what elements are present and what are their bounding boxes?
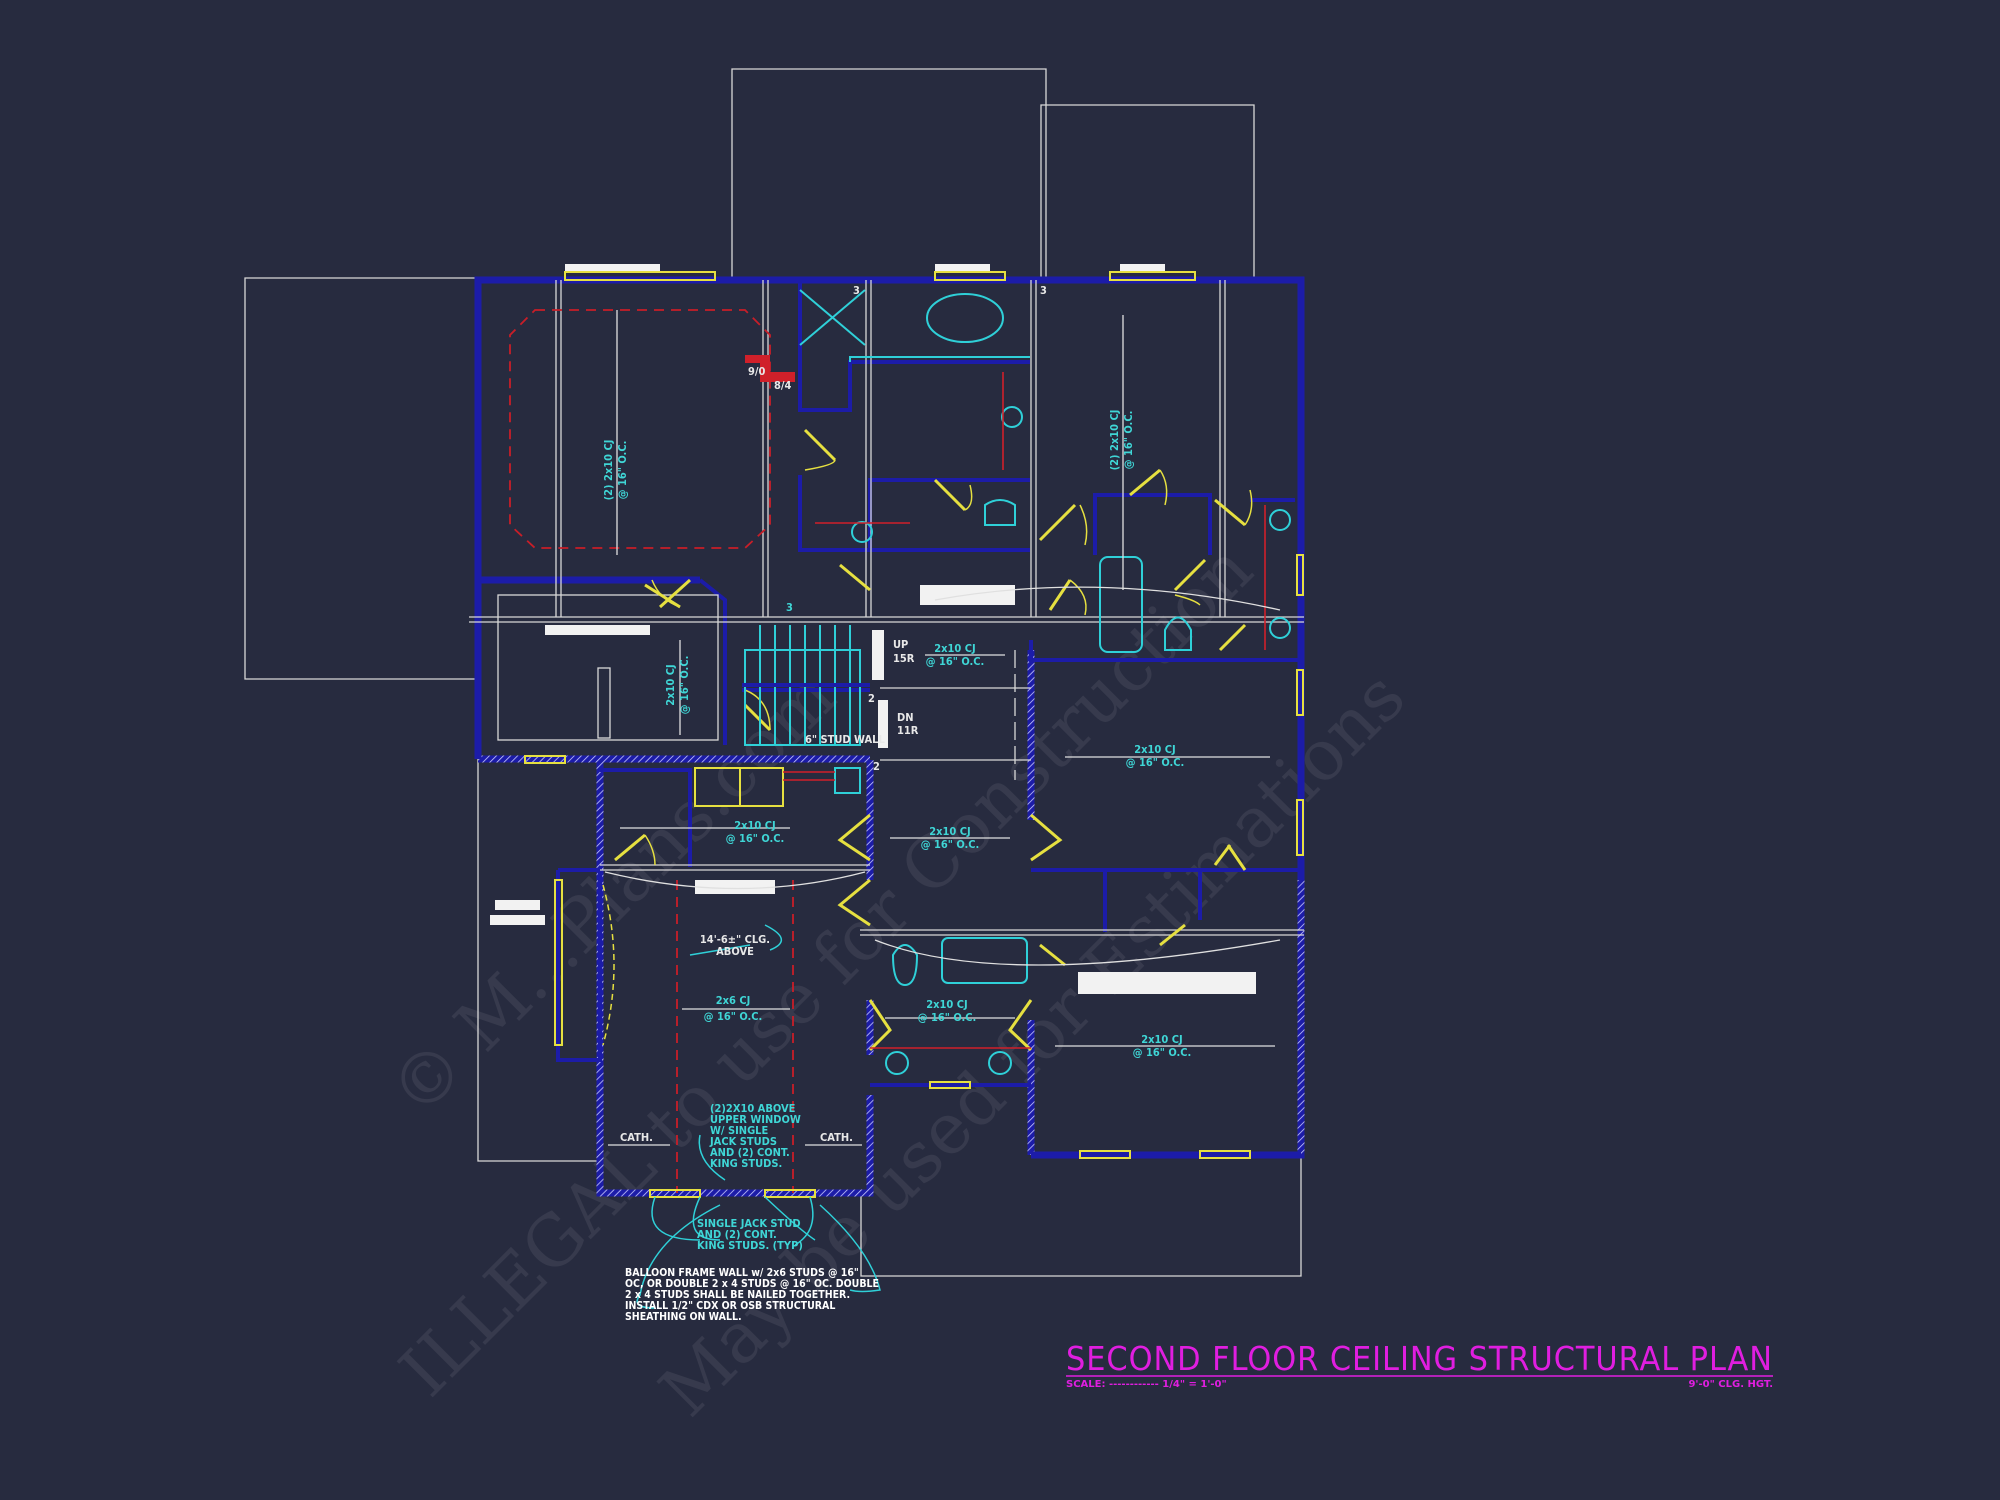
plan-title: SECOND FLOOR CEILING STRUCTURAL PLAN — [1066, 1339, 1773, 1378]
balloon-note-4: INSTALL 1/2" CDX OR OSB STRUCTURAL — [625, 1300, 835, 1312]
leader-lines — [636, 924, 881, 1309]
header-note-6: KING STUDS. — [710, 1157, 782, 1170]
bedroom3-cj-spacing: @ 16" O.C. — [1126, 756, 1185, 769]
stair-down-risers: 11R — [897, 724, 919, 737]
header-note-2: UPPER WINDOW — [710, 1113, 801, 1126]
roof-outlines — [244, 68, 1302, 1277]
jack-note-3: KING STUDS. (TYP) — [697, 1239, 803, 1252]
stud-wall-label: 6" STUD WALL — [805, 733, 885, 746]
bonus-cj-label: 2x6 CJ — [716, 994, 751, 1007]
bedroom2-cj-label: (2) 2x10 CJ — [1108, 410, 1121, 471]
master-cj-label: (2) 2x10 CJ — [602, 440, 615, 501]
bedroom3-cj-label: 2x10 CJ — [1134, 743, 1175, 756]
stair-up-label: UP — [893, 638, 908, 651]
stair-up-risers: 15R — [893, 652, 915, 665]
bedroom4-cj-spacing: @ 16" O.C. — [1133, 1046, 1192, 1059]
master-cj-spacing: @ 16" O.C. — [616, 441, 629, 500]
ceiling-height: 9'-0" CLG. HGT. — [1688, 1379, 1773, 1390]
laundry-cj-spacing: @ 16" O.C. — [726, 832, 785, 845]
annotations: (2) 2x10 CJ @ 16" O.C. (2) 2x10 CJ @ 16"… — [602, 284, 1191, 1323]
windows — [490, 264, 1304, 1198]
header-note-1: (2)2X10 ABOVE — [710, 1102, 796, 1115]
tray-dim-1: 9/0 — [748, 365, 766, 378]
bearing-mark: 2 — [868, 692, 875, 705]
plan-scale: SCALE: ------------ 1/4" = 1'-0" — [1066, 1379, 1227, 1390]
ceiling-height-label: 14'-6±" CLG. — [700, 933, 770, 946]
header-note-4: JACK STUDS — [709, 1135, 777, 1148]
tray-dim-2: 8/4 — [774, 379, 792, 392]
balloon-note-5: SHEATHING ON WALL. — [625, 1311, 742, 1323]
bearing-mark: 3 — [1040, 284, 1047, 297]
bedroom2-cj-spacing: @ 16" O.C. — [1122, 411, 1135, 470]
balloon-note-3: 2 x 4 STUDS SHALL BE NAILED TOGETHER. — [625, 1289, 850, 1301]
closet-cj-label: 2x10 CJ — [664, 664, 677, 705]
header-note-3: W/ SINGLE — [710, 1124, 768, 1137]
stair-cj-spacing: @ 16" O.C. — [926, 655, 985, 668]
tray-ceiling — [509, 309, 795, 1193]
doors — [614, 428, 1253, 1052]
bearing-lines — [469, 280, 1304, 936]
tray-step-marker — [745, 355, 795, 382]
bath-cj-label: 2x10 CJ — [926, 998, 967, 1011]
walls — [474, 276, 1305, 1197]
jack-note-2: AND (2) CONT. — [697, 1228, 777, 1241]
jack-note-1: SINGLE JACK STUD — [697, 1217, 801, 1230]
header-note-5: AND (2) CONT. — [710, 1146, 790, 1159]
joist-span-arrows — [604, 310, 1281, 1146]
stair-cj-label: 2x10 CJ — [934, 642, 975, 655]
stair-down-label: DN — [897, 711, 914, 724]
bearing-mark: 2 — [873, 760, 880, 773]
bedroom4-cj-label: 2x10 CJ — [1141, 1033, 1182, 1046]
hall-cj-spacing: @ 16" O.C. — [921, 838, 980, 851]
cathedral-label-right: CATH. — [820, 1131, 853, 1144]
ceiling-above-label: ABOVE — [716, 945, 754, 958]
bearing-mark: 3 — [853, 284, 860, 297]
bearing-mark: 3 — [786, 601, 793, 614]
hall-cj-label: 2x10 CJ — [929, 825, 970, 838]
bath-cj-spacing: @ 16" O.C. — [918, 1011, 977, 1024]
cathedral-label-left: CATH. — [620, 1131, 653, 1144]
laundry-cj-label: 2x10 CJ — [734, 819, 775, 832]
stairs — [742, 625, 870, 746]
balloon-note-2: OC, OR DOUBLE 2 x 4 STUDS @ 16" OC. DOUB… — [625, 1278, 879, 1290]
title-block: SECOND FLOOR CEILING STRUCTURAL PLAN SCA… — [1066, 1339, 1773, 1390]
balloon-note-1: BALLOON FRAME WALL w/ 2x6 STUDS @ 16" — [625, 1267, 859, 1279]
bonus-cj-spacing: @ 16" O.C. — [704, 1010, 763, 1023]
plumbing-fixtures — [694, 289, 1291, 1075]
closet-cj-spacing: @ 16" O.C. — [678, 656, 691, 715]
